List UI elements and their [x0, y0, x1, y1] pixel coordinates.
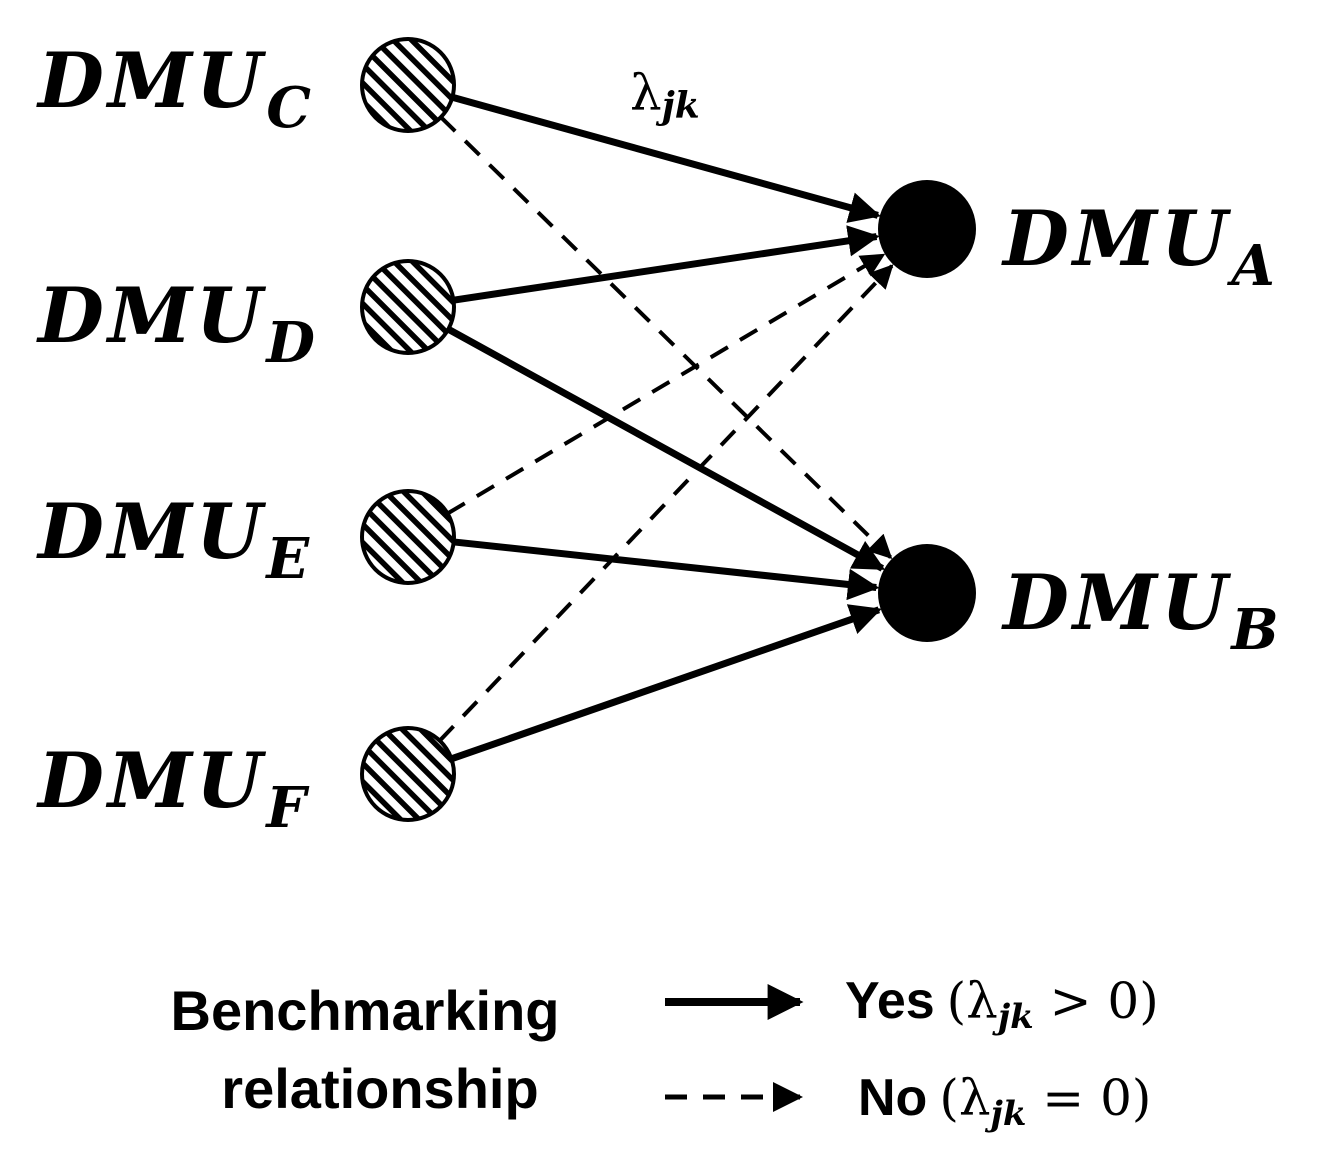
edges-layer	[438, 93, 894, 763]
label-dmu-d: DMUD	[36, 271, 315, 376]
edge-c-to-b	[439, 115, 893, 560]
edge-d-to-b	[446, 326, 886, 572]
label-dmu-b: DMUB	[1001, 558, 1279, 663]
label-dmu-c: DMUC	[36, 36, 311, 141]
node-dmu-f	[360, 726, 456, 822]
legend-no-label: No(λjk = 0)	[858, 1069, 1151, 1134]
label-dmu-e: DMUE	[36, 487, 310, 592]
edge-f-to-b	[450, 604, 882, 763]
edge-d-to-a	[452, 225, 880, 304]
legend-yes-label: Yes(λjk > 0)	[845, 972, 1159, 1037]
label-dmu-a: DMUA	[1001, 194, 1275, 299]
edge-e-to-a	[446, 253, 886, 516]
edge-c-to-a	[451, 93, 881, 223]
label-dmu-f: DMUF	[36, 736, 310, 841]
legend-title-line2: relationship	[221, 1057, 538, 1120]
edge-e-to-b	[453, 538, 880, 601]
node-dmu-e	[360, 489, 456, 585]
legend-title-line1: Benchmarking	[171, 979, 560, 1042]
edge-lambda-label: λjk	[630, 64, 700, 127]
legend: Benchmarking relationship Yes(λjk > 0) N…	[171, 972, 1159, 1134]
node-dmu-c	[360, 37, 456, 133]
node-dmu-d	[360, 259, 456, 355]
edge-f-to-a	[438, 264, 894, 743]
node-dmu-a	[878, 180, 976, 278]
node-dmu-b	[878, 544, 976, 642]
